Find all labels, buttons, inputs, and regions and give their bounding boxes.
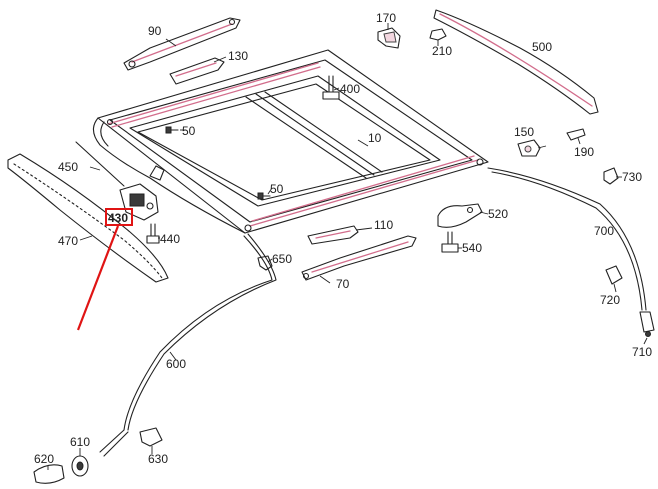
roof-seal-part-500[interactable] xyxy=(433,9,599,115)
label-400: 400 xyxy=(340,82,360,96)
label-540: 540 xyxy=(462,241,482,255)
label-620: 620 xyxy=(34,452,54,466)
label-710: 710 xyxy=(632,345,652,359)
cable-part-450[interactable] xyxy=(75,141,125,187)
label-520: 520 xyxy=(488,207,508,221)
drive-motor-part-430[interactable] xyxy=(119,183,159,221)
highlight-callout xyxy=(76,208,133,331)
bracket-part-520[interactable] xyxy=(437,203,483,228)
label-210: 210 xyxy=(432,44,452,58)
label-650: 650 xyxy=(272,252,292,266)
leader-lines xyxy=(47,23,648,470)
valve-part-630[interactable] xyxy=(139,427,163,447)
label-500: 500 xyxy=(532,40,552,54)
clip-part-170[interactable] xyxy=(377,27,401,49)
highlight-arrow xyxy=(76,225,120,331)
valve-part-710[interactable] xyxy=(639,311,655,337)
guide-part-70[interactable] xyxy=(301,235,417,281)
screw-part-50-b[interactable] xyxy=(257,192,271,200)
label-450: 450 xyxy=(58,160,78,174)
grommet-part-610[interactable] xyxy=(71,455,89,477)
bolt-part-540[interactable] xyxy=(441,231,459,253)
label-190: 190 xyxy=(574,145,594,159)
label-470: 470 xyxy=(58,234,78,248)
label-600: 600 xyxy=(166,357,186,371)
bracket-part-130[interactable] xyxy=(169,57,225,85)
clip-part-730[interactable] xyxy=(603,167,619,185)
drain-hose-part-700[interactable] xyxy=(487,167,647,311)
label-440: 440 xyxy=(160,232,180,246)
label-720: 720 xyxy=(600,293,620,307)
highlight-box xyxy=(105,208,133,226)
label-90: 90 xyxy=(148,24,162,38)
label-170: 170 xyxy=(376,11,396,25)
label-430: 430 xyxy=(108,211,128,225)
label-130: 130 xyxy=(228,49,248,63)
wind-deflector-part-470[interactable] xyxy=(7,153,169,283)
bracket-part-110[interactable] xyxy=(307,225,359,245)
clip-part-720[interactable] xyxy=(605,265,623,285)
guide-part-90[interactable] xyxy=(123,17,241,71)
label-50-a: 50 xyxy=(182,124,196,138)
sunroof-frame-part-10[interactable] xyxy=(92,49,489,234)
clip-part-210[interactable] xyxy=(429,28,447,41)
label-10: 10 xyxy=(368,131,382,145)
label-610: 610 xyxy=(70,435,90,449)
clip-part-190[interactable] xyxy=(566,128,586,141)
plug-part-620[interactable] xyxy=(33,464,65,484)
label-70: 70 xyxy=(336,277,350,291)
label-110: 110 xyxy=(374,218,393,232)
label-700: 700 xyxy=(594,224,614,238)
label-730: 730 xyxy=(622,170,642,184)
part-labels: 90 130 170 210 500 400 50 10 150 190 730… xyxy=(34,11,652,466)
screw-part-50-a[interactable] xyxy=(165,126,179,134)
label-630: 630 xyxy=(148,452,168,466)
clip-part-150[interactable] xyxy=(517,139,541,157)
label-50-b: 50 xyxy=(270,182,284,196)
bolt-part-440[interactable] xyxy=(146,223,160,244)
label-150: 150 xyxy=(514,125,534,139)
bolt-part-400[interactable] xyxy=(322,75,340,100)
drain-hose-part-600[interactable] xyxy=(99,233,277,457)
